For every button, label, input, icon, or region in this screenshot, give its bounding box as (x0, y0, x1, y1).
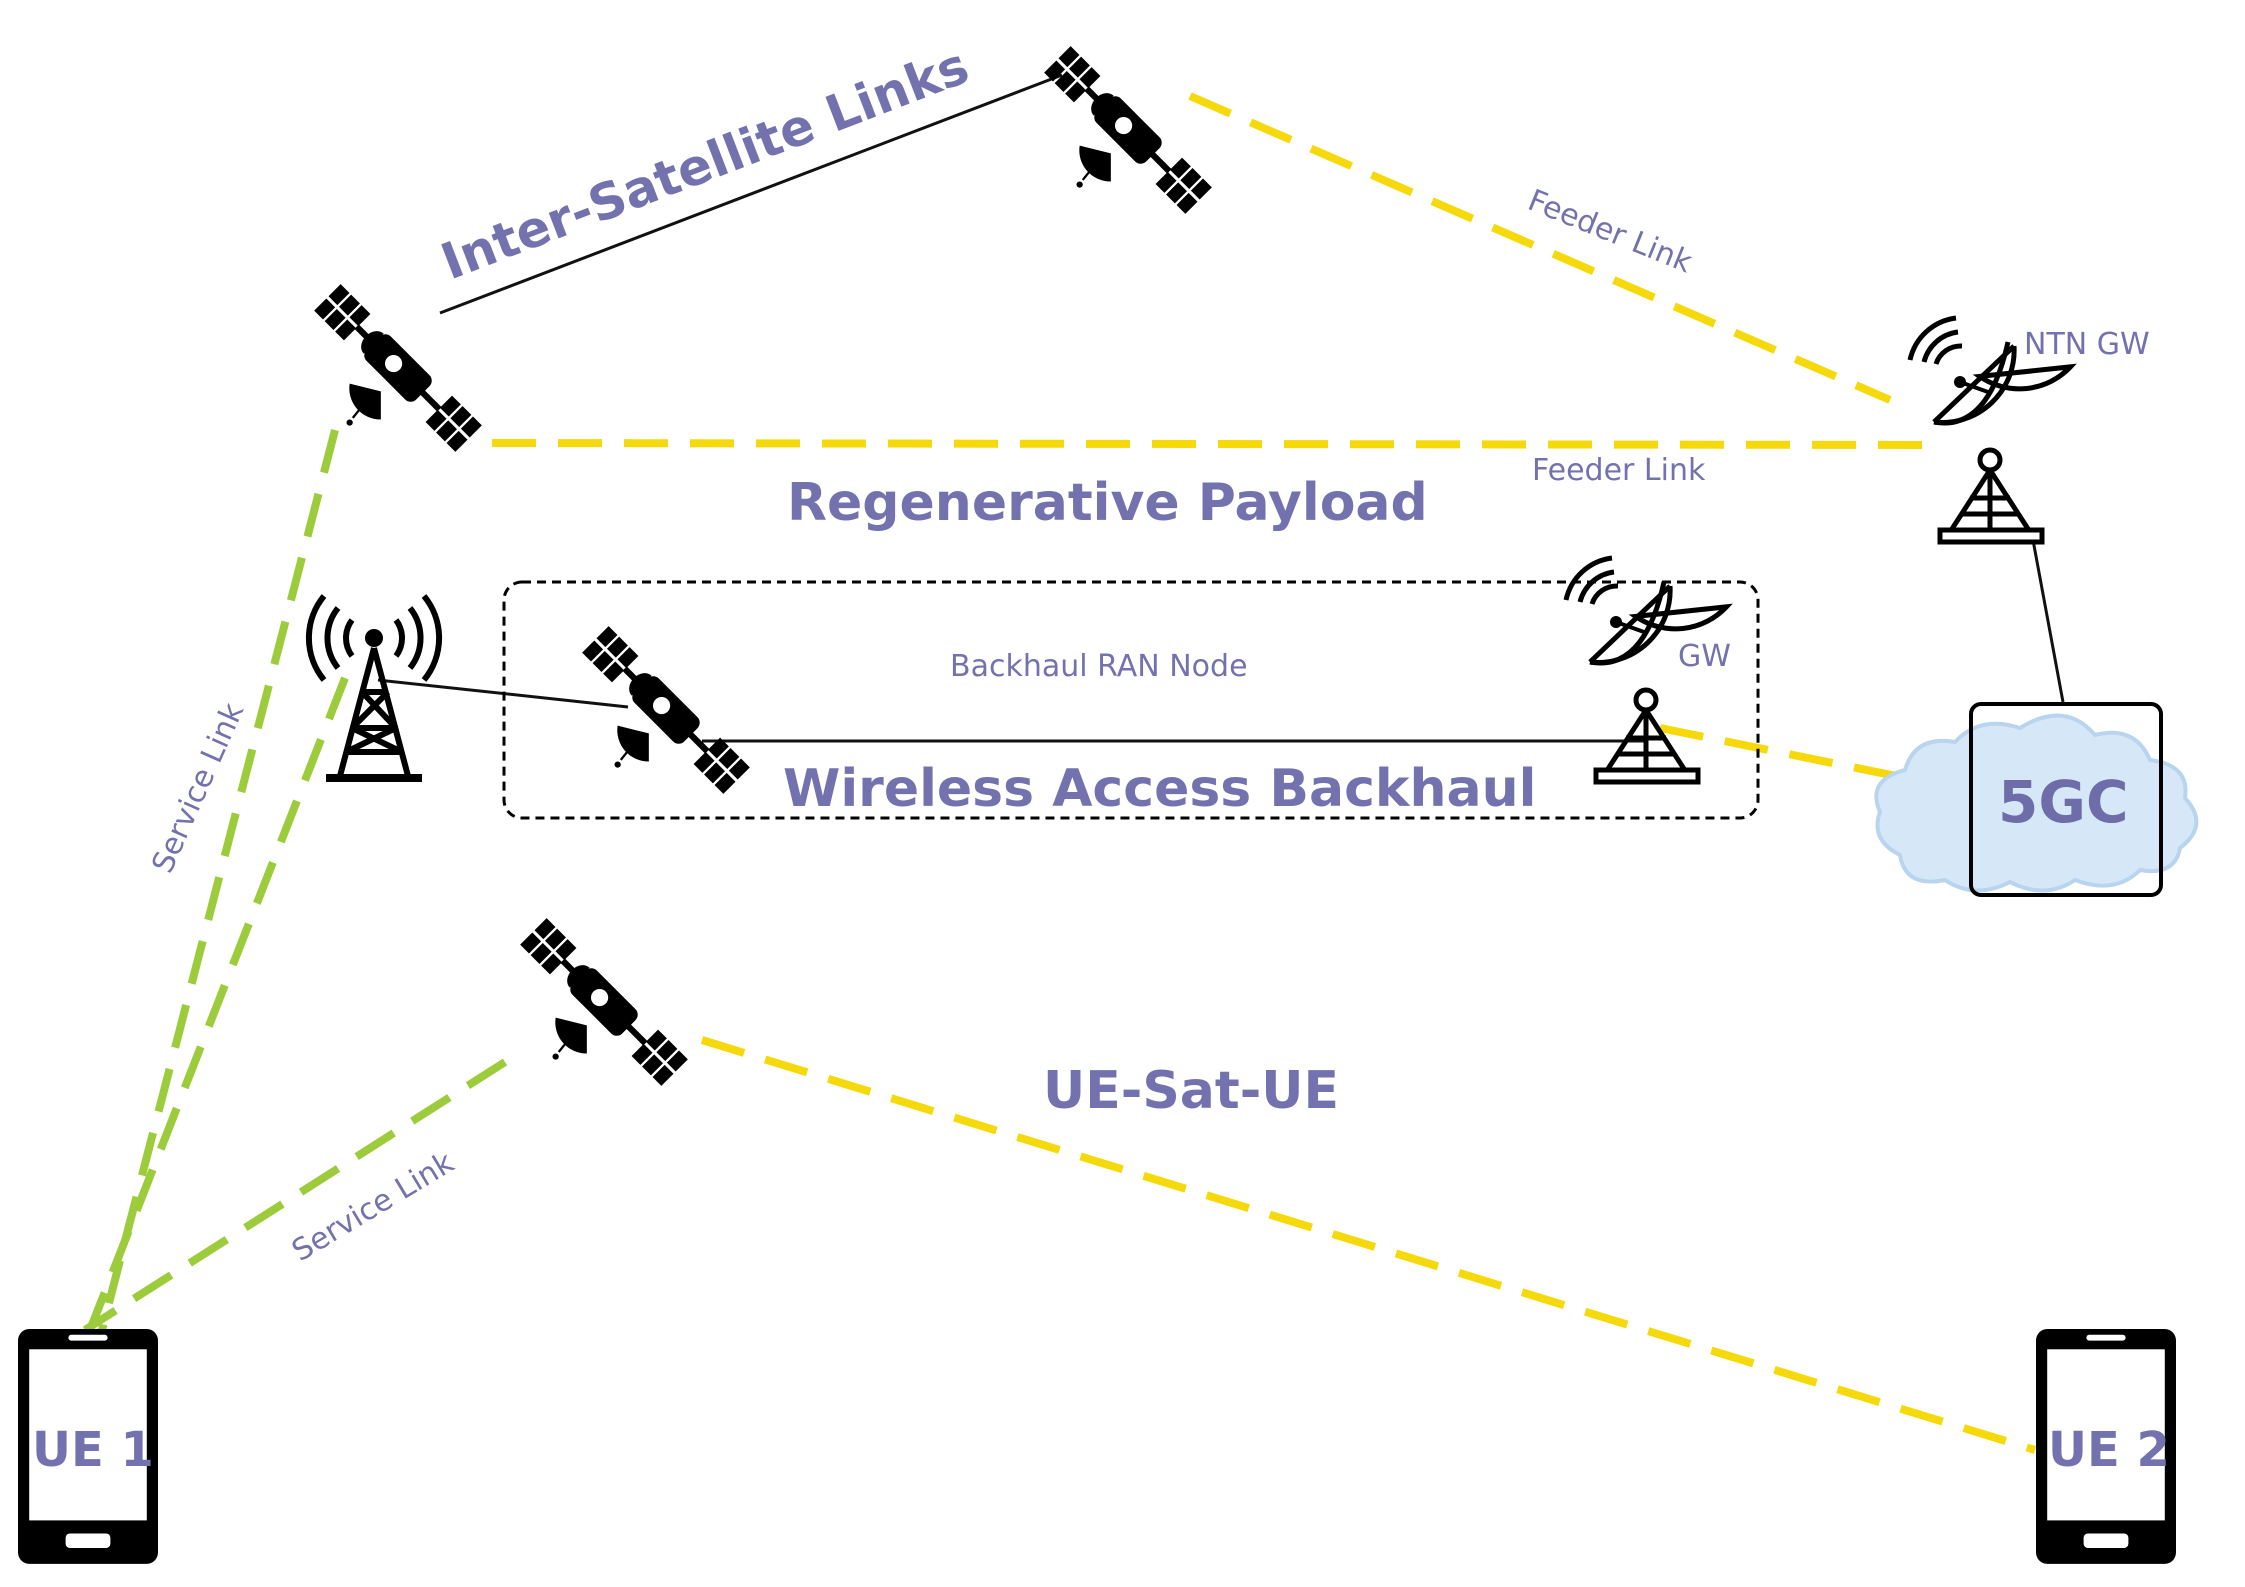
radio-tower-icon (305, 594, 443, 782)
cloud-icon (1874, 713, 2199, 893)
satellite-icon (1042, 44, 1214, 216)
satellite-icon (518, 916, 690, 1088)
ue-sat-ue-link (700, 1036, 2037, 1454)
wireless-access-backhaul-label: Wireless Access Backhaul (783, 759, 1536, 819)
regenerative-payload-label: Regenerative Payload (787, 473, 1428, 533)
gw-to-core-link (2031, 539, 2065, 703)
satellite-icon (312, 282, 484, 454)
service-link-1 (98, 428, 339, 1332)
gw-label: GW (1678, 639, 1731, 674)
service-link-2 (82, 1058, 508, 1334)
feeder-link-label-2: Feeder Link (1532, 453, 1706, 488)
feeder-link-top (1188, 92, 1892, 404)
service-link-label-2: Service Link (286, 1145, 460, 1269)
feeder-link-bottom (491, 439, 1926, 449)
satellite-icon (580, 624, 752, 796)
ue2-label: UE 2 (2048, 1422, 2170, 1478)
wireless-backhaul-box (502, 580, 1760, 820)
inter-satellite-links-label: Inter-Satellite Links (434, 37, 977, 292)
core-network-label: 5GC (1998, 768, 2129, 836)
ue1-label: UE 1 (32, 1422, 154, 1478)
ntn-gw-label: NTN GW (2024, 327, 2150, 362)
core-network-box (1969, 702, 2163, 897)
service-link-label-1: Service Link (145, 697, 251, 878)
feeder-link-label-1: Feeder Link (1523, 183, 1697, 281)
ue-sat-ue-label: UE-Sat-UE (1043, 1061, 1339, 1121)
service-link-tower (86, 676, 349, 1332)
backhaul-ran-node-label: Backhaul RAN Node (950, 649, 1248, 684)
inter-satellite-link (439, 73, 1063, 315)
